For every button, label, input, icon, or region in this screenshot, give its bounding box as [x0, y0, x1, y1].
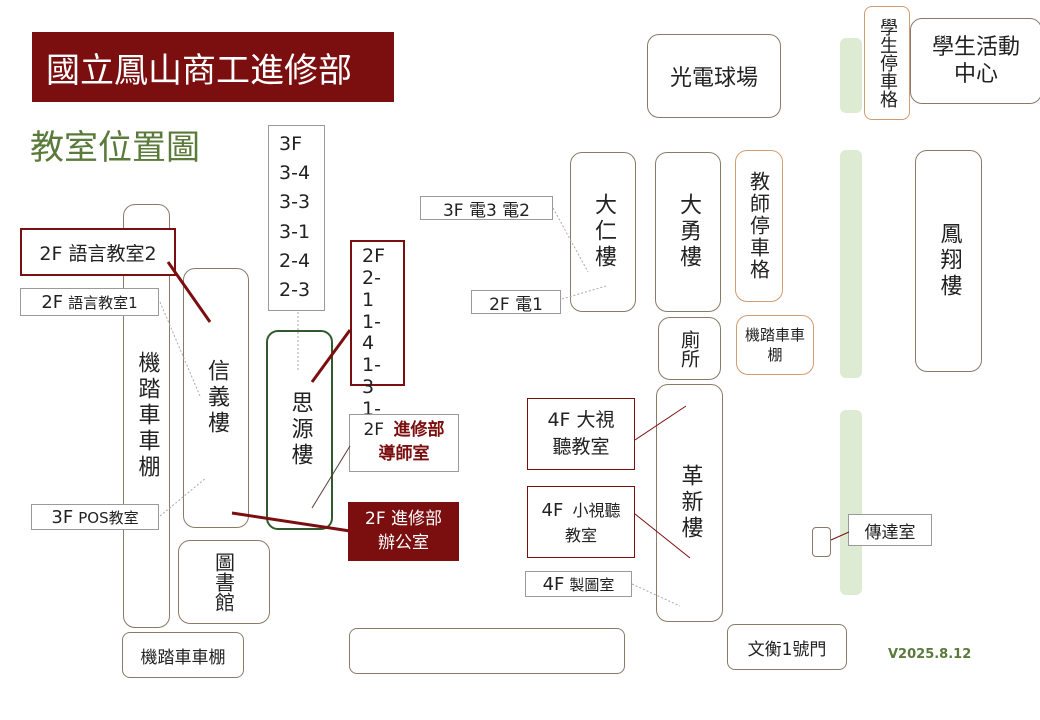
- building-library[interactable]: 圖書館: [178, 540, 270, 624]
- label-small-av-line2: 教室: [564, 525, 597, 545]
- label-room-name: 語言教室1: [68, 293, 138, 312]
- floor-item: 3-4: [279, 162, 311, 185]
- label-office-line2: 辦公室: [378, 532, 429, 553]
- building-moto-shed-bottom[interactable]: 機踏車車棚: [122, 632, 244, 678]
- line-drawing: [631, 583, 681, 607]
- floor-item: 2-3: [279, 279, 311, 302]
- label-guard-room[interactable]: 傳達室: [848, 514, 932, 546]
- label-floor: 4F: [542, 573, 565, 595]
- label-room-name: 小視聽: [572, 500, 621, 520]
- building-student-parking[interactable]: 學生停車格: [864, 6, 910, 120]
- label-room-name: 製圖室: [569, 575, 615, 594]
- page-subtitle: 教室位置圖: [30, 128, 200, 168]
- label-office[interactable]: 2F 進修部 辦公室: [348, 502, 459, 561]
- siyuan-3f-list: 3F 3-4 3-3 3-1 2-4 2-3: [268, 125, 325, 311]
- label-daren-3f[interactable]: 3F 電3 電2: [420, 196, 553, 221]
- label-big-av-line1: 4F 大視: [547, 409, 615, 432]
- version-label: V2025.8.12: [888, 647, 972, 662]
- label-floor: 2F: [363, 420, 385, 441]
- label-small-av-room[interactable]: 4F 小視聽 教室: [527, 486, 635, 558]
- siyuan-2f-list: 2F 2-1 1-4 1-3 1-1: [350, 240, 405, 442]
- line-small-av: [634, 513, 691, 559]
- line-guard-room: [830, 531, 850, 541]
- floor-item: 2F: [362, 245, 386, 267]
- label-daren-2f[interactable]: 2F 電1: [471, 290, 561, 315]
- label-drawing-room[interactable]: 4F 製圖室: [525, 571, 632, 597]
- label-room-name: POS教室: [78, 508, 139, 527]
- floor-item: 2-4: [279, 250, 311, 273]
- building-restroom[interactable]: 廁所: [658, 317, 721, 380]
- label-big-av-line2: 聽教室: [552, 436, 610, 458]
- floor-item: 3-3: [279, 191, 311, 214]
- green-strip-2: [840, 150, 862, 378]
- line-daren-2f: [561, 285, 607, 300]
- line-lang2: [166, 261, 212, 323]
- building-bottom-empty[interactable]: [349, 628, 625, 674]
- label-language-room-1[interactable]: 2F 語言教室1: [20, 288, 159, 316]
- line-daren-3f: [552, 207, 589, 273]
- building-siyuan[interactable]: 思源樓: [266, 330, 333, 530]
- label-office-line1: 2F 進修部: [365, 508, 442, 529]
- line-tutor: [311, 445, 351, 509]
- floor-item: 3F: [279, 132, 303, 155]
- floor-item: 1-4: [362, 310, 381, 355]
- building-moto-shed-small[interactable]: 機踏車車棚: [736, 315, 814, 375]
- building-fengxiang[interactable]: 鳳翔樓: [915, 150, 982, 372]
- line-siyuan-2f: [310, 329, 352, 383]
- building-teacher-parking[interactable]: 教師停車格: [735, 150, 783, 302]
- line-lang1: [159, 301, 201, 397]
- label-pos-room[interactable]: 3F POS教室: [31, 504, 159, 530]
- label-language-room-2[interactable]: 2F 語言教室2: [20, 228, 176, 276]
- floor-item: 3-1: [279, 220, 311, 243]
- label-big-av-room[interactable]: 4F 大視 聽教室: [527, 398, 635, 470]
- green-strip-1: [840, 38, 862, 113]
- label-floor: 2F: [41, 291, 64, 313]
- line-big-av: [634, 405, 687, 441]
- building-daren[interactable]: 大仁樓: [570, 152, 636, 312]
- building-xinyi[interactable]: 信義樓: [183, 268, 249, 528]
- label-floor: 4F: [541, 499, 564, 521]
- label-tutor-room[interactable]: 2F 進修部 導師室: [349, 414, 459, 472]
- line-pos: [159, 477, 207, 517]
- label-small-av-line1: 4F 小視聽: [542, 497, 621, 524]
- floor-item: 2-1: [362, 266, 381, 311]
- building-gexin[interactable]: 革新樓: [656, 384, 723, 622]
- building-gate[interactable]: 文衡1號門: [727, 624, 847, 670]
- line-office: [231, 511, 351, 533]
- building-guangdian-court[interactable]: 光電球場: [647, 34, 781, 118]
- label-tutor-line2: 導師室: [378, 444, 430, 464]
- green-strip-3: [840, 410, 862, 595]
- building-dayong[interactable]: 大勇樓: [655, 152, 721, 312]
- page-title: 國立鳳山商工進修部: [32, 32, 394, 102]
- floor-item: 1-3: [362, 354, 381, 399]
- label-room-name: 進修部: [393, 420, 445, 441]
- guard-room-marker: [812, 527, 831, 557]
- label-tutor-line1: 2F 進修部: [363, 419, 444, 443]
- label-floor: 3F: [51, 506, 74, 528]
- building-student-center[interactable]: 學生活動中心: [910, 18, 1040, 104]
